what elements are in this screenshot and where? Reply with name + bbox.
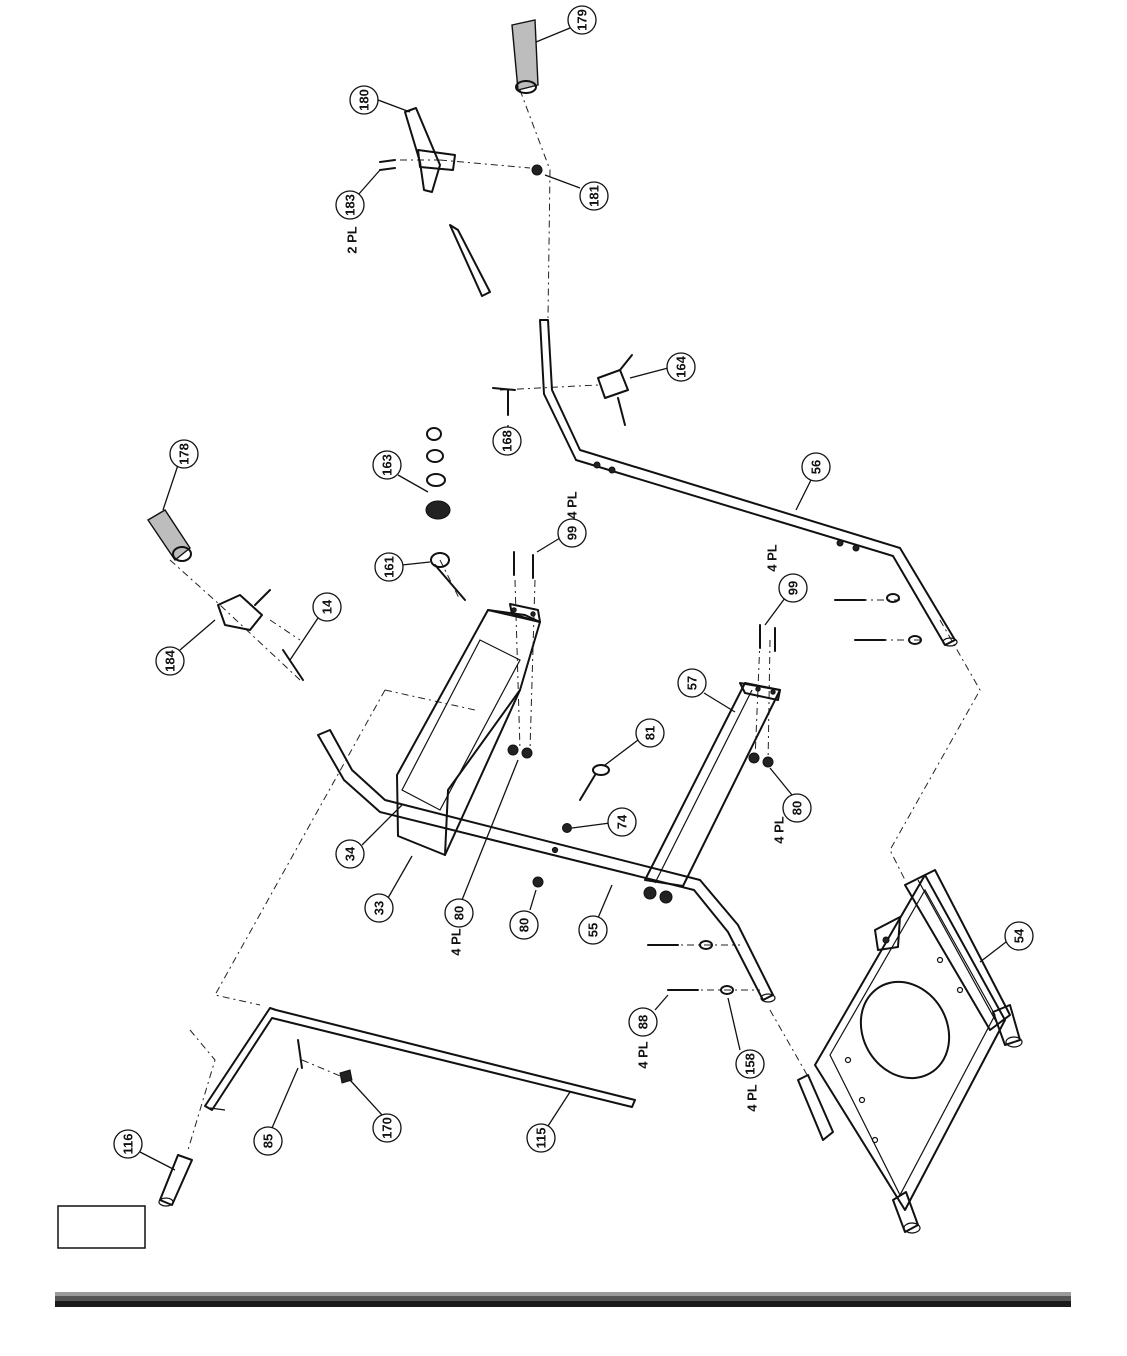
svg-text:158: 158 (743, 1053, 758, 1075)
callout-99-lower: 99 4 PL (764, 544, 808, 626)
callout-170: 170 (349, 1079, 402, 1143)
svg-text:179: 179 (575, 9, 590, 31)
qty-note-158: 4 PL (745, 1084, 760, 1112)
grip-178 (147, 509, 192, 562)
svg-text:80: 80 (452, 906, 467, 920)
svg-text:14: 14 (320, 599, 335, 614)
page-label-box (57, 1205, 146, 1249)
svg-text:178: 178 (177, 443, 192, 465)
svg-text:88: 88 (636, 1015, 651, 1029)
svg-text:180: 180 (357, 89, 372, 111)
callout-74: 74 (571, 807, 637, 837)
qty-note-80-brace: 4 PL (772, 816, 787, 844)
callout-181: 181 (544, 174, 609, 211)
svg-text:74: 74 (615, 814, 630, 829)
callout-57: 57 (677, 668, 736, 713)
svg-text:33: 33 (372, 901, 387, 915)
qty-note-80-console: 4 PL (449, 928, 464, 956)
svg-text:168: 168 (500, 430, 515, 452)
grip-179 (511, 19, 539, 94)
svg-text:163: 163 (380, 454, 395, 476)
callout-115: 115 (526, 1091, 571, 1153)
control-rod-115 (204, 1007, 636, 1111)
svg-text:80: 80 (517, 918, 532, 932)
qty-note-183: 2 PL (345, 226, 360, 254)
callout-179: 179 (535, 5, 597, 43)
grip-116 (158, 1154, 193, 1207)
hardware (217, 107, 922, 1084)
callout-54: 54 (979, 921, 1034, 963)
base-plate-54 (797, 869, 1023, 1234)
svg-text:54: 54 (1012, 928, 1027, 943)
callout-80-brace: 80 4 PL (769, 767, 812, 844)
svg-text:81: 81 (643, 726, 658, 740)
callout-80-console: 80 4 PL (444, 759, 519, 956)
callout-178: 178 (162, 439, 199, 511)
left-handle-55 (317, 729, 776, 1003)
callout-55: 55 (578, 884, 613, 945)
svg-text:161: 161 (382, 556, 397, 578)
callout-33: 33 (364, 855, 413, 923)
qty-note-88: 4 PL (636, 1041, 651, 1069)
svg-text:115: 115 (534, 1128, 549, 1149)
right-handle-56 (539, 319, 958, 647)
svg-text:99: 99 (786, 581, 801, 595)
svg-text:99: 99 (565, 526, 580, 540)
svg-text:57: 57 (685, 676, 700, 690)
qty-note-99-upper: 4 PL (565, 491, 580, 519)
callout-56: 56 (795, 452, 831, 511)
callout-80-handle: 80 (509, 889, 539, 940)
callout-116: 116 (113, 1129, 176, 1171)
callout-183: 183 2 PL (335, 169, 381, 254)
svg-text:181: 181 (587, 185, 602, 207)
callouts: 179 180 181 183 2 PL 164 (113, 5, 1034, 1171)
callout-161: 161 (374, 552, 431, 582)
callout-81: 81 (604, 718, 665, 766)
svg-text:170: 170 (380, 1117, 395, 1139)
svg-text:55: 55 (586, 923, 601, 937)
qty-note-99-lower: 4 PL (765, 544, 780, 572)
callout-168: 168 (492, 425, 522, 456)
svg-text:183: 183 (343, 194, 358, 216)
callout-34: 34 (335, 804, 403, 869)
svg-text:116: 116 (121, 1134, 136, 1155)
svg-text:80: 80 (790, 801, 805, 815)
callout-14: 14 (289, 592, 342, 661)
callout-88: 88 4 PL (628, 994, 669, 1069)
cross-brace-57 (644, 682, 781, 887)
callout-158: 158 4 PL (727, 997, 765, 1112)
callout-184: 184 (155, 619, 216, 676)
callout-180: 180 (349, 85, 411, 115)
svg-text:34: 34 (343, 846, 358, 861)
callout-85: 85 (253, 1067, 299, 1156)
svg-text:56: 56 (809, 460, 824, 474)
footer-rule (55, 1292, 1071, 1307)
console-33 (396, 603, 541, 856)
svg-text:184: 184 (163, 649, 178, 671)
callout-163: 163 (372, 450, 429, 493)
svg-text:85: 85 (261, 1134, 276, 1148)
svg-text:164: 164 (674, 355, 689, 377)
callout-164: 164 (629, 352, 696, 382)
callout-99-upper: 99 4 PL (536, 491, 587, 553)
